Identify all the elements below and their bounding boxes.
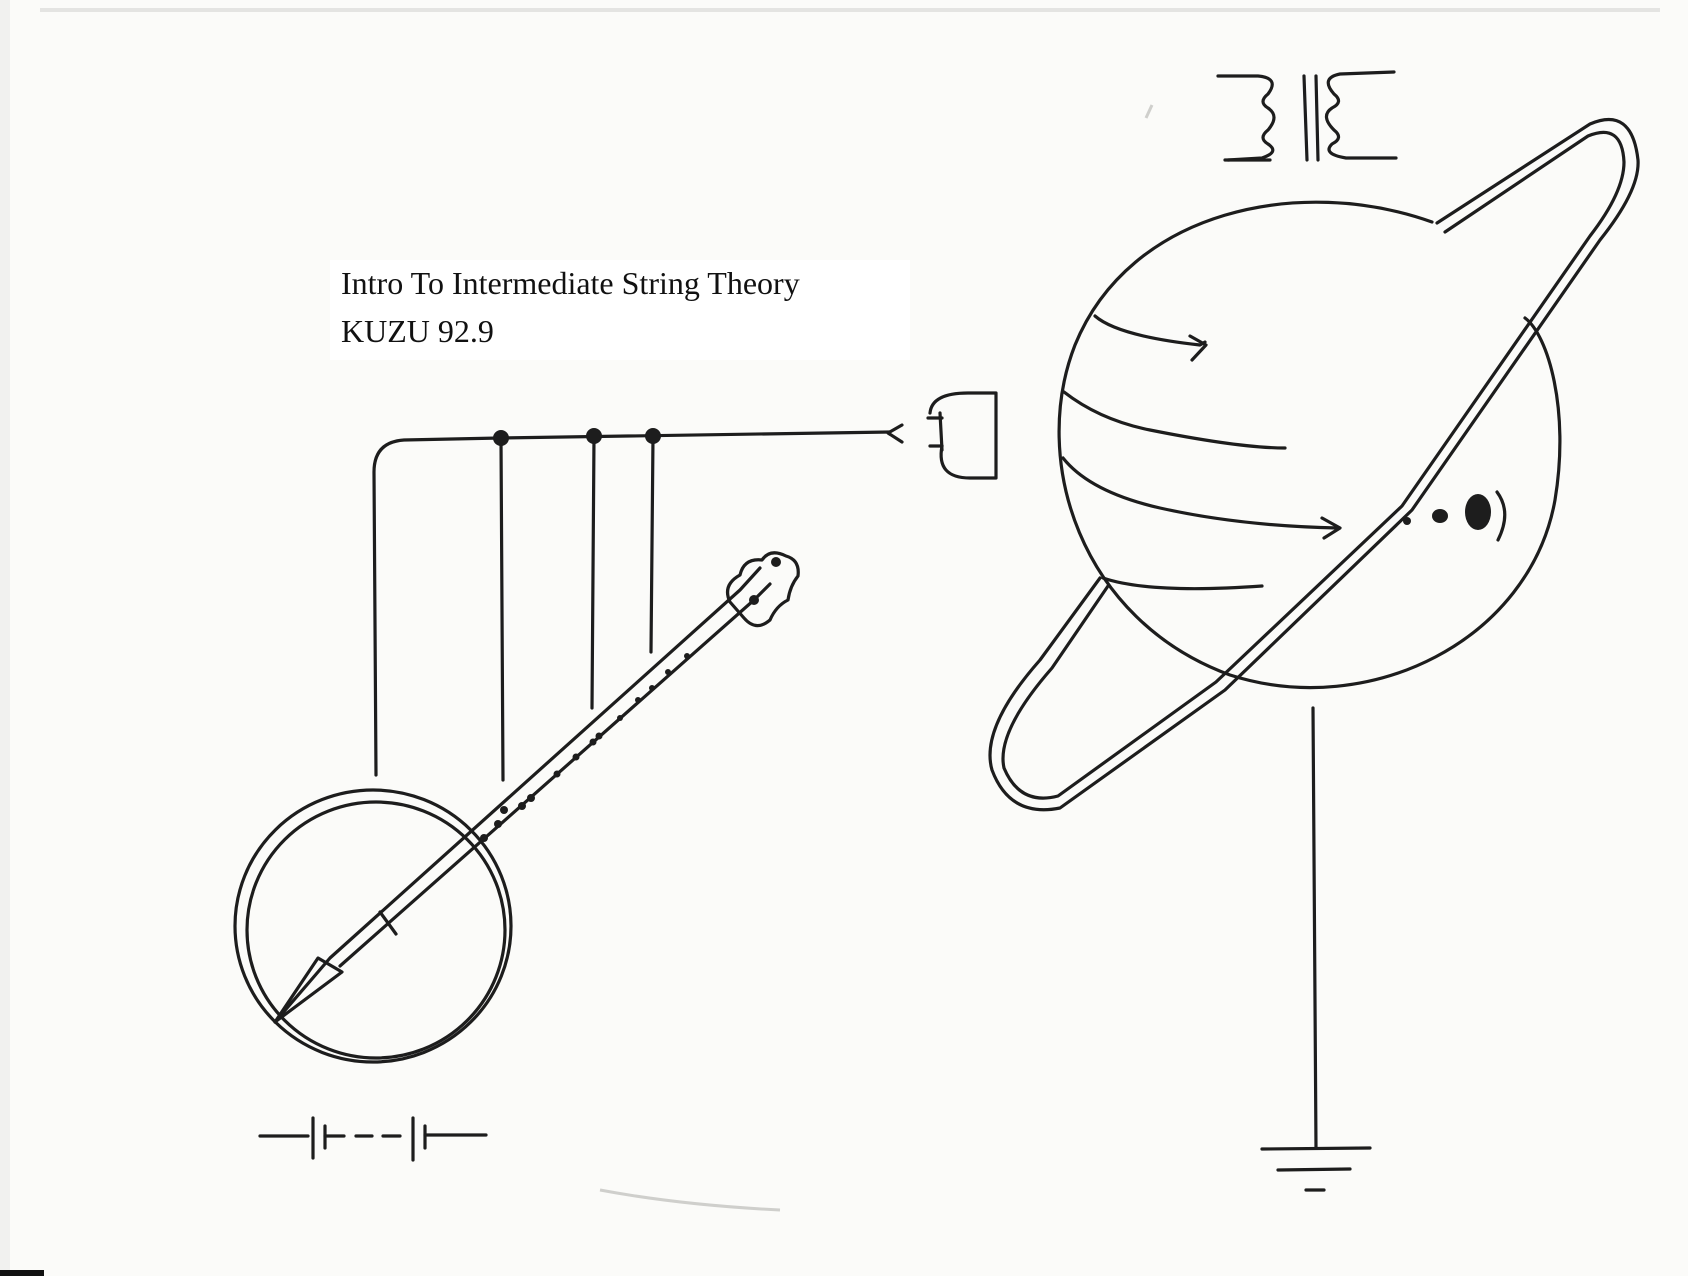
signal-wires [372,428,892,782]
caption-station: KUZU 92.9 [341,313,494,349]
antenna-symbol-icon [1216,70,1398,162]
scan-edge-left [0,0,10,1276]
ringed-planet-icon [988,118,1640,812]
battery-symbol-icon [258,1116,488,1162]
ground-symbol-icon [1260,706,1372,1192]
scan-edge-top [40,8,1660,12]
smudge-mark [599,1188,781,1212]
caption-label-background [330,260,910,360]
smudge-mark [1144,104,1154,119]
caption-title: Intro To Intermediate String Theory [341,265,800,301]
banjo-icon [233,551,800,1064]
plug-symbol-icon [886,391,998,480]
scan-corner-mark [0,1270,44,1276]
